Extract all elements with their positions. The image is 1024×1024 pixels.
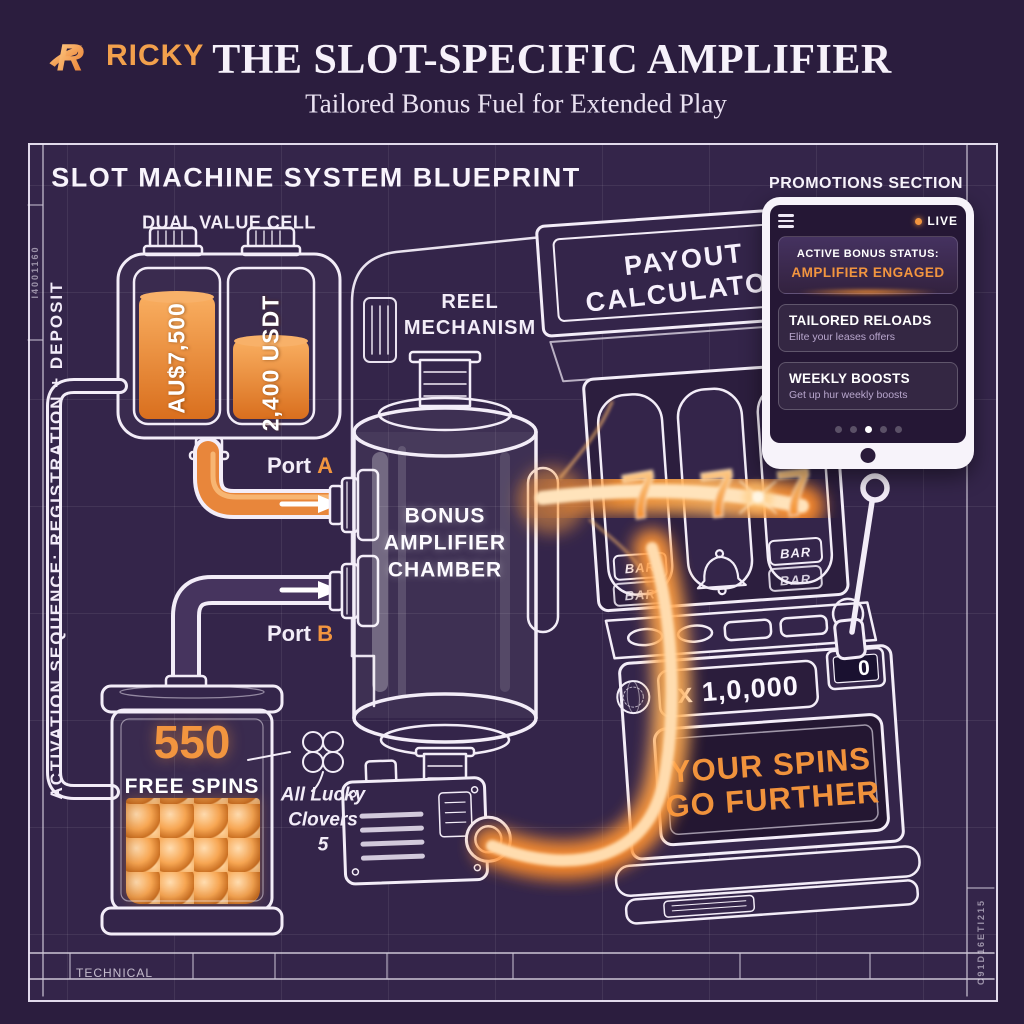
clover-note: All Lucky Clovers 5 xyxy=(280,784,366,856)
free-spins-value: 550 xyxy=(153,716,231,768)
hamburger-menu-icon[interactable] xyxy=(778,214,794,228)
spark-burst xyxy=(729,471,787,523)
clover-icon xyxy=(247,731,344,792)
live-badge: LIVE xyxy=(915,214,958,228)
page-dot-active[interactable] xyxy=(864,426,872,433)
port-b-label: Port B xyxy=(266,621,334,646)
tablet-screen: LIVE ACTIVE BONUS STATUS: AMPLIFIER ENGA… xyxy=(770,205,966,443)
technical-label: TECHNICAL xyxy=(76,966,154,980)
free-spins-canister xyxy=(100,684,284,936)
reel-housing-outline xyxy=(350,234,554,708)
blueprint-title: SLOT MACHINE SYSTEM BLUEPRINT xyxy=(51,162,581,193)
energy-flame xyxy=(473,529,691,880)
pagination-dots xyxy=(778,426,958,433)
tablet-home-button[interactable] xyxy=(860,448,876,463)
page-dot[interactable] xyxy=(849,426,857,433)
slot-button[interactable] xyxy=(779,614,829,638)
active-bonus-status-card[interactable]: ACTIVE BONUS STATUS: AMPLIFIER ENGAGED xyxy=(778,236,958,294)
cell-a-value: AU$7,500 xyxy=(163,302,190,414)
promo-card-tailored-reloads[interactable]: TAILORED RELOADS Elite your leases offer… xyxy=(778,304,958,352)
live-dot-icon xyxy=(915,217,923,225)
bell-icon xyxy=(696,549,747,596)
chamber-label: BONUS AMPLIFIER CHAMBER xyxy=(383,504,507,582)
port-a-coupler xyxy=(328,468,380,542)
ricky-logo-icon: R xyxy=(49,37,85,78)
dual-value-cell-label: DUAL VALUE CELL xyxy=(142,212,316,233)
brand-name: RICKY xyxy=(106,39,205,72)
serial-right: C91D16ETI215 xyxy=(976,898,986,986)
promotions-title: PROMOTIONS SECTION xyxy=(769,175,963,192)
counter-display: 0 xyxy=(857,657,870,681)
dual-value-cell xyxy=(116,226,342,461)
lever-handle[interactable] xyxy=(833,473,890,661)
activation-sequence-label: ACTIVATION SEQUENCE: REGISTRATION + DEPO… xyxy=(47,280,66,800)
promo-card-weekly-boosts[interactable]: WEEKLY BOOSTS Get up hur weekly boosts xyxy=(778,362,958,410)
bar-label: BAR xyxy=(780,544,812,561)
cell-b-value: 2,400 USDT xyxy=(257,294,284,432)
page-subtitle: Tailored Bonus Fuel for Extended Play xyxy=(305,88,727,119)
free-spins-balls xyxy=(126,798,260,904)
page-dot[interactable] xyxy=(879,426,887,433)
page-title: THE SLOT-SPECIFIC AMPLIFIER xyxy=(212,37,892,83)
port-b-pipe xyxy=(164,575,359,709)
status-value: AMPLIFIER ENGAGED xyxy=(791,265,945,280)
port-a-label: Port A xyxy=(266,453,334,478)
bar-label: BAR xyxy=(779,571,811,588)
page-dot[interactable] xyxy=(834,426,842,433)
slot-button[interactable] xyxy=(723,618,773,642)
promotions-tablet: LIVE ACTIVE BONUS STATUS: AMPLIFIER ENGA… xyxy=(762,197,974,469)
status-heading: ACTIVE BONUS STATUS: xyxy=(796,248,940,260)
serial-left: I4001160 xyxy=(30,245,40,299)
svg-text:R: R xyxy=(57,37,85,78)
page-dot[interactable] xyxy=(894,426,902,433)
activation-pipe xyxy=(46,378,128,800)
free-spins-label: FREE SPINS xyxy=(124,775,260,798)
brand-logo-group: R RICKY xyxy=(44,34,204,78)
frame-lines xyxy=(27,144,995,997)
reel-mechanism-label: REEL MECHANISM xyxy=(403,291,537,339)
port-a-pipe xyxy=(193,437,359,519)
